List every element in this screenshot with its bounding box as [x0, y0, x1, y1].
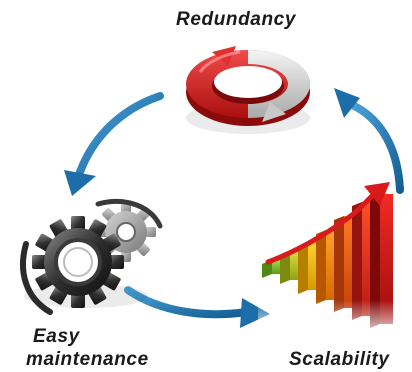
arrow-redundancy-to-maintenance [64, 92, 164, 196]
arrow-scalability-to-redundancy [334, 88, 404, 194]
label-scalability: Scalability [289, 349, 390, 370]
gears-icon [20, 198, 163, 315]
label-redundancy: Redundancy [176, 9, 297, 30]
label-easy-maintenance-line2: maintenance [26, 349, 149, 370]
label-easy-maintenance-line1: Easy [33, 326, 80, 347]
growth-bar-chart-icon [258, 182, 398, 340]
growth-bar [370, 194, 393, 328]
arrow-maintenance-to-scalability [124, 286, 270, 328]
circular-arrows-icon [186, 46, 310, 134]
